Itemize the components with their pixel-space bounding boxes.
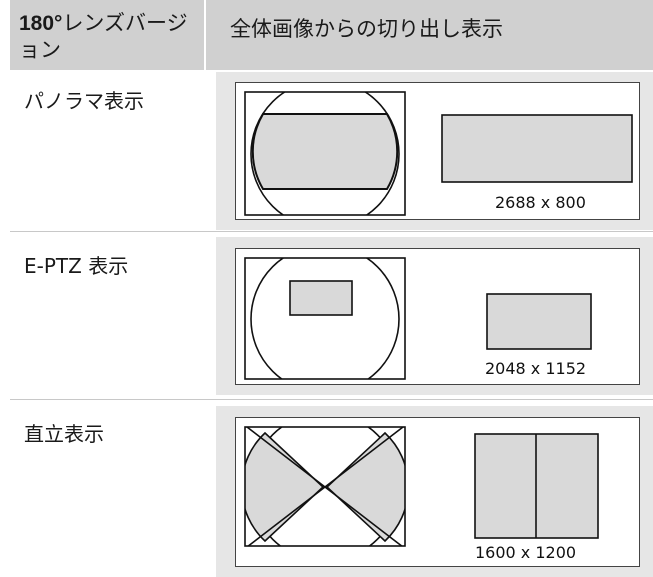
panorama-resolution: 2688 x 800 (495, 193, 586, 212)
eptz-resolution: 2048 x 1152 (485, 359, 587, 378)
upright-resolution: 1600 x 1200 (475, 543, 577, 562)
panel-eptz: 2048 x 1152 (235, 248, 640, 385)
row-label-eptz: E-PTZ 表示 (24, 254, 129, 278)
sensor-frame (244, 257, 406, 380)
upright-diagram (244, 426, 599, 547)
panorama-output-rect (441, 114, 633, 183)
header-cell-cropped-view: 全体画像からの切り出し表示 (206, 0, 653, 70)
panorama-crop-band (251, 113, 399, 190)
panel-panorama: 2688 x 800 (235, 82, 640, 220)
eptz-output-rect (486, 293, 592, 350)
header-lens-text: レンズバージョン (19, 11, 188, 62)
sensor-frame (244, 426, 406, 547)
row-label-panorama: パノラマ表示 (24, 89, 144, 113)
header-lens-version-label: 180°レンズバージョン (19, 10, 204, 63)
row-separator (10, 231, 653, 232)
eptz-diagram (244, 257, 592, 380)
fisheye-circle (250, 258, 400, 379)
header-lens-angle: 180° (19, 12, 63, 35)
header-cropped-view-label: 全体画像からの切り出し表示 (230, 17, 503, 41)
row-separator (10, 399, 653, 400)
diagonal-line (246, 427, 404, 546)
row-label-upright: 直立表示 (24, 422, 104, 446)
panel-upright: 1600 x 1200 (235, 417, 640, 567)
upright-left-wedge (245, 431, 325, 543)
panorama-diagram (244, 91, 633, 216)
eptz-crop-rect (289, 280, 353, 316)
header-cell-lens-version: 180°レンズバージョン (10, 0, 204, 70)
sensor-frame (244, 91, 406, 216)
upright-right-wedge (325, 431, 405, 543)
